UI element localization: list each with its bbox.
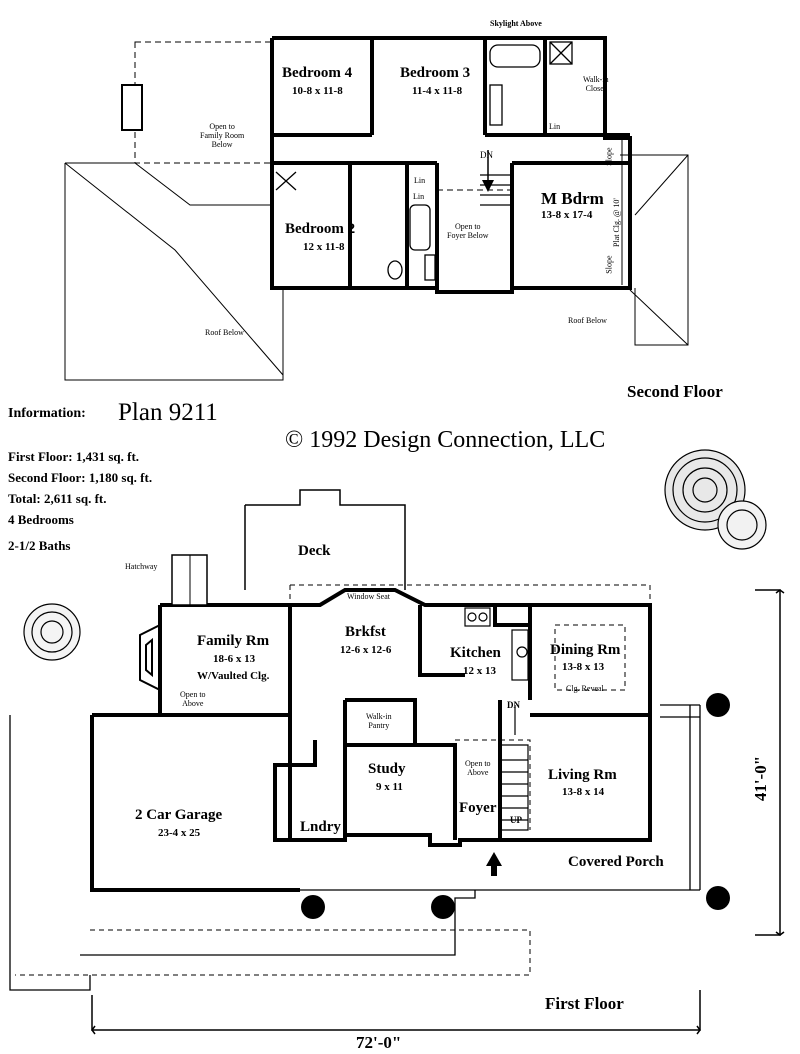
chimney-upper bbox=[121, 84, 143, 131]
note-open-above-foyer: Open to Above bbox=[465, 759, 491, 778]
room-study: Study bbox=[368, 761, 406, 777]
room-dining-rm-dims: 13-8 x 13 bbox=[562, 661, 605, 673]
porch-lines bbox=[9, 704, 701, 991]
room-garage: 2 Car Garage bbox=[135, 807, 223, 823]
room-living-rm-dims: 13-8 x 14 bbox=[562, 786, 605, 798]
room-brkfst: Brkfst bbox=[345, 624, 386, 640]
note-roof-right: Roof Below bbox=[568, 316, 607, 325]
room-m-bdrm-dims: 13-8 x 17-4 bbox=[541, 209, 593, 221]
note-hatchway: Hatchway bbox=[125, 562, 158, 571]
note-window-seat: Window Seat bbox=[347, 592, 391, 601]
room-m-bdrm: M Bdrm bbox=[541, 189, 604, 208]
room-family-rm-extra: W/Vaulted Clg. bbox=[197, 670, 270, 682]
room-bedroom-3-dims: 11-4 x 11-8 bbox=[412, 85, 463, 97]
info-total: Total: 2,611 sq. ft. bbox=[8, 491, 107, 506]
note-open-family: Open to Family Room Below bbox=[200, 122, 245, 150]
room-family-rm: Family Rm bbox=[197, 633, 270, 649]
room-foyer: Foyer bbox=[459, 800, 497, 816]
dimension-lines bbox=[91, 589, 785, 1035]
note-up-first: UP bbox=[510, 815, 522, 825]
room-study-dims: 9 x 11 bbox=[376, 781, 403, 793]
info-baths: 2-1/2 Baths bbox=[8, 538, 71, 553]
room-bedroom-3: Bedroom 3 bbox=[400, 65, 471, 81]
note-walkin-pantry: Walk-in Pantry bbox=[366, 712, 392, 731]
note-lin-2: Lin bbox=[413, 192, 425, 201]
second-floor-walls bbox=[270, 36, 632, 294]
deck-outline bbox=[244, 489, 406, 590]
note-walkin-closet: Walk-in Closet bbox=[583, 75, 609, 94]
plan-number: Plan 9211 bbox=[118, 399, 218, 426]
depth-dimension: 41'-0" bbox=[751, 755, 771, 802]
room-kitchen: Kitchen bbox=[450, 645, 501, 661]
info-bedrooms: 4 Bedrooms bbox=[8, 512, 74, 527]
copyright: © 1992 Design Connection, LLC bbox=[285, 427, 606, 453]
second-floor-fixtures bbox=[275, 41, 573, 281]
room-bedroom-4-dims: 10-8 x 11-8 bbox=[292, 85, 343, 97]
width-dimension: 72'-0" bbox=[356, 1033, 402, 1052]
garage-walls bbox=[90, 713, 300, 892]
note-lin-3: Lin bbox=[549, 122, 561, 131]
note-skylight: Skylight Above bbox=[490, 19, 542, 28]
note-open-above-family: Open to Above bbox=[180, 690, 206, 709]
note-plat-clg: Plat Clg. @ 10' bbox=[611, 198, 621, 247]
fireplace bbox=[139, 623, 161, 692]
info-first-floor: First Floor: 1,431 sq. ft. bbox=[8, 449, 140, 464]
first-floor-walls bbox=[158, 588, 652, 847]
note-dn-upper: DN bbox=[480, 150, 493, 160]
note-lin-1: Lin bbox=[414, 176, 426, 185]
room-dining-rm: Dining Rm bbox=[550, 642, 621, 658]
room-garage-dims: 23-4 x 25 bbox=[158, 827, 201, 839]
info-second-floor: Second Floor: 1,180 sq. ft. bbox=[8, 470, 153, 485]
room-brkfst-dims: 12-6 x 12-6 bbox=[340, 644, 392, 656]
room-lndry: Lndry bbox=[300, 819, 341, 835]
porch-columns bbox=[301, 693, 730, 919]
kitchen-fixtures bbox=[464, 607, 529, 681]
room-deck: Deck bbox=[298, 543, 331, 559]
note-slope-1: Slope bbox=[604, 147, 614, 166]
note-open-foyer: Open to Foyer Below bbox=[447, 222, 489, 241]
room-bedroom-4: Bedroom 4 bbox=[282, 65, 353, 81]
room-bedroom-2: Bedroom 2 bbox=[285, 221, 356, 237]
note-roof-left: Roof Below bbox=[205, 328, 244, 337]
room-bedroom-2-dims: 12 x 11-8 bbox=[303, 241, 345, 253]
room-kitchen-dims: 12 x 13 bbox=[463, 665, 496, 677]
room-covered-porch: Covered Porch bbox=[568, 854, 664, 870]
note-clg-reveal: Clg. Reveal bbox=[566, 684, 604, 693]
first-floor-title: First Floor bbox=[545, 994, 624, 1013]
room-family-rm-dims: 18-6 x 13 bbox=[213, 653, 256, 665]
note-dn-first: DN bbox=[507, 700, 520, 710]
tree-left bbox=[23, 603, 81, 661]
tree-top-right bbox=[664, 449, 767, 550]
room-living-rm: Living Rm bbox=[548, 767, 617, 783]
stairs-first bbox=[502, 705, 529, 831]
note-slope-2: Slope bbox=[604, 255, 614, 274]
info-label: Information: bbox=[8, 406, 86, 421]
second-floor-title: Second Floor bbox=[627, 382, 723, 401]
entry-arrow bbox=[486, 852, 502, 876]
